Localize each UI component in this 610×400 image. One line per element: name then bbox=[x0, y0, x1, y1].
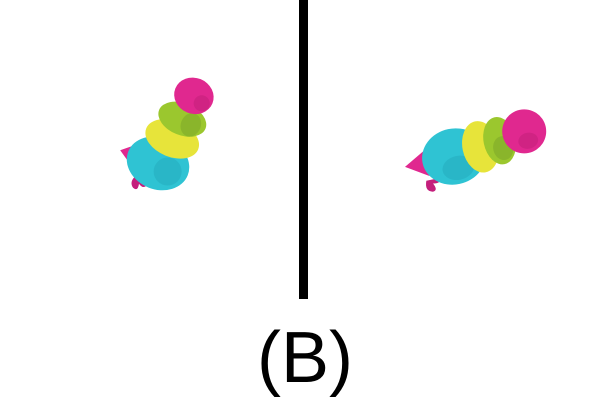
left-toy-figure bbox=[120, 77, 214, 191]
right-foot bbox=[426, 177, 441, 192]
left-foot bbox=[131, 175, 148, 190]
right-toy-figure bbox=[404, 109, 547, 192]
panel-caption: (B) bbox=[257, 318, 353, 398]
vertical-divider bbox=[299, 0, 308, 299]
